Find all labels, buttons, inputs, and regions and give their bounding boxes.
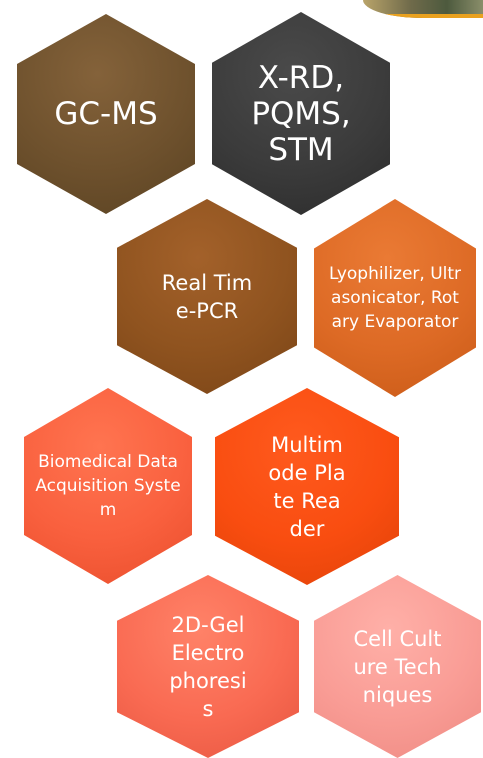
hex-label-2d-gel-electrophoresis: 2D-Gel Electrophoresis xyxy=(169,612,247,721)
hex-label-xrd-pqms-stm: X-RD, PQMS, STM xyxy=(251,59,351,168)
hex-label-gc-ms: GC-MS xyxy=(54,96,158,132)
hex-real-time-pcr: Real Time-PCR xyxy=(117,199,297,394)
hex-xrd-pqms-stm: X-RD, PQMS, STM xyxy=(212,12,390,215)
corner-photo-decoration xyxy=(363,0,483,18)
hex-label-real-time-pcr: Real Time-PCR xyxy=(161,270,253,323)
hex-gc-ms: GC-MS xyxy=(17,14,195,214)
hex-2d-gel-electrophoresis: 2D-Gel Electrophoresis xyxy=(117,575,299,758)
hex-lyophilizer: Lyophilizer, Ultrasonicator, Rotary Evap… xyxy=(314,199,476,397)
hex-cell-culture: Cell Culture Techniques xyxy=(314,575,481,758)
hex-label-multimode-plate-reader: Multimode Plate Reader xyxy=(268,432,346,541)
hex-multimode-plate-reader: Multimode Plate Reader xyxy=(215,388,399,585)
hex-label-cell-culture: Cell Culture Techniques xyxy=(353,626,442,707)
hex-biomedical-data: Biomedical Data Acquisition System xyxy=(24,388,192,584)
hex-label-lyophilizer: Lyophilizer, Ultrasonicator, Rotary Evap… xyxy=(328,264,462,332)
hex-label-biomedical-data: Biomedical Data Acquisition System xyxy=(35,452,181,520)
